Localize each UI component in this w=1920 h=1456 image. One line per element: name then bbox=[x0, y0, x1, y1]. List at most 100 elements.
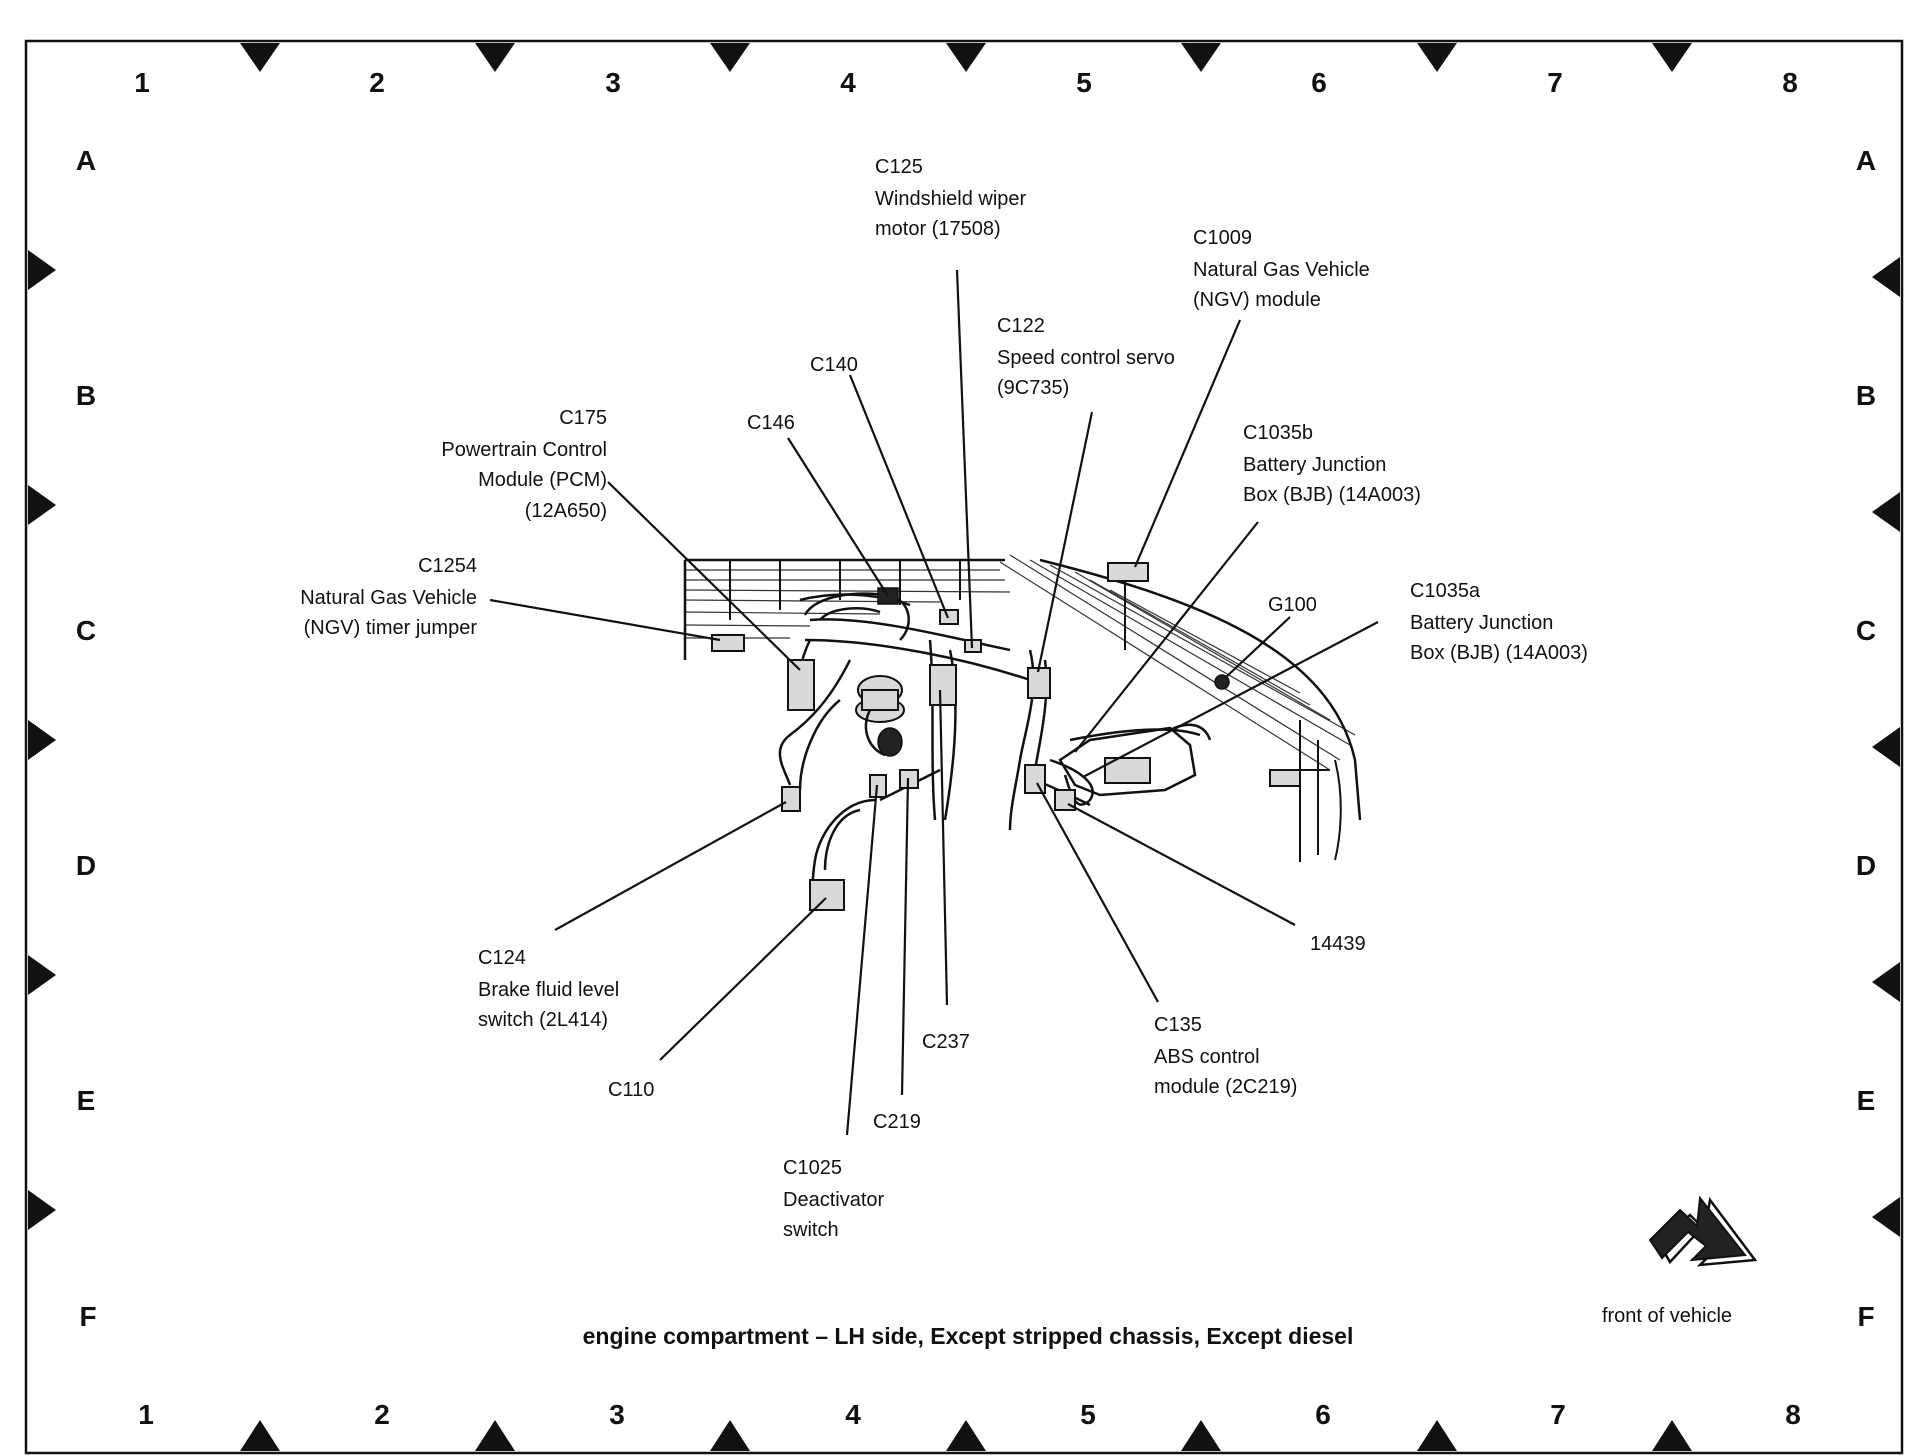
grid-marker-triangle bbox=[1181, 1420, 1221, 1451]
row-labels-left: A B C D E F bbox=[76, 145, 97, 1332]
callout-c1025: C1025 Deactivator switch bbox=[783, 1157, 884, 1241]
grid-row-label: D bbox=[1856, 850, 1876, 881]
callout-line: Deactivator bbox=[783, 1189, 884, 1211]
callout-c124: C124 Brake fluid level switch (2L414) bbox=[478, 947, 619, 1031]
connector-c124-shape bbox=[781, 786, 801, 812]
leader-line-c175 bbox=[607, 481, 801, 671]
callout-line: C1035b bbox=[1243, 422, 1313, 444]
grid-marker-triangle bbox=[28, 955, 56, 995]
callout-line: Box (BJB) (14A003) bbox=[1243, 484, 1421, 506]
grid-col-label: 6 bbox=[1311, 67, 1327, 98]
callout-c1035b: C1035b Battery Junction Box (BJB) (14A00… bbox=[1243, 422, 1421, 506]
grid-row-label: A bbox=[76, 145, 96, 176]
grid-col-label: 3 bbox=[605, 67, 621, 98]
callout-c122: C122 Speed control servo (9C735) bbox=[997, 315, 1175, 399]
callout-line: C125 bbox=[875, 156, 923, 178]
callout-c1035a: C1035a Battery Junction Box (BJB) (14A00… bbox=[1410, 580, 1588, 664]
grid-col-label: 8 bbox=[1785, 1399, 1801, 1430]
callout-line: motor (17508) bbox=[875, 218, 1001, 240]
front-of-vehicle-arrow-icon bbox=[1648, 1195, 1758, 1267]
grid-marker-triangle bbox=[1652, 1420, 1692, 1451]
grid-col-label: 3 bbox=[609, 1399, 625, 1430]
callout-line: C175 bbox=[559, 407, 607, 429]
grid-row-label: A bbox=[1856, 145, 1876, 176]
callout-line: C135 bbox=[1154, 1014, 1202, 1036]
callout-line: (NGV) module bbox=[1193, 289, 1321, 311]
grid-marker-triangle bbox=[1417, 1420, 1457, 1451]
connector-c135-shape bbox=[1024, 764, 1046, 794]
engine-compartment-illustration bbox=[683, 554, 1362, 911]
callout-line: (12A650) bbox=[525, 500, 607, 522]
callout-c146: C146 bbox=[747, 412, 795, 434]
grid-col-label: 4 bbox=[840, 67, 856, 98]
leader-line-c1035b bbox=[1074, 521, 1259, 753]
callout-c237: C237 bbox=[922, 1031, 970, 1053]
grid-marker-triangle bbox=[1652, 43, 1692, 72]
callout-line: Natural Gas Vehicle bbox=[1193, 259, 1370, 281]
callout-line: ABS control bbox=[1154, 1046, 1260, 1068]
callout-line: Brake fluid level bbox=[478, 979, 619, 1001]
callout-line: Module (PCM) bbox=[478, 469, 607, 491]
callout-g100: G100 bbox=[1268, 594, 1317, 616]
callout-line: Battery Junction bbox=[1243, 454, 1386, 476]
leader-line-c1009 bbox=[1133, 319, 1242, 568]
grid-col-label: 5 bbox=[1076, 67, 1092, 98]
leader-line-c1035a bbox=[1082, 621, 1379, 778]
grid-col-label: 8 bbox=[1782, 67, 1798, 98]
callout-line: C122 bbox=[997, 315, 1045, 337]
grid-col-label: 5 bbox=[1080, 1399, 1096, 1430]
leader-line-c237 bbox=[938, 689, 949, 1006]
diagram-title: engine compartment – LH side, Except str… bbox=[583, 1323, 1354, 1349]
column-labels-bottom: 1 2 3 4 5 6 7 8 bbox=[138, 1399, 1801, 1430]
connector-c1009-shape bbox=[1107, 562, 1149, 582]
callout-line: 14439 bbox=[1310, 933, 1366, 955]
brake-master-cylinder bbox=[855, 675, 905, 757]
callout-line: G100 bbox=[1268, 594, 1317, 616]
callout-line: Speed control servo bbox=[997, 347, 1175, 369]
callout-line: C1025 bbox=[783, 1157, 842, 1179]
callout-line: C1254 bbox=[418, 555, 477, 577]
grid-col-label: 7 bbox=[1547, 67, 1563, 98]
connector-c110-shape bbox=[809, 879, 845, 911]
grid-row-label: C bbox=[1856, 615, 1876, 646]
grid-markers bbox=[28, 43, 1900, 1451]
callout-line: C1035a bbox=[1410, 580, 1481, 602]
callout-line: C110 bbox=[608, 1079, 654, 1101]
grid-marker-triangle bbox=[1872, 492, 1900, 532]
grid-marker-triangle bbox=[240, 1420, 280, 1451]
grid-row-label: F bbox=[1857, 1301, 1874, 1332]
leader-line-c124 bbox=[554, 801, 787, 931]
grid-row-label: B bbox=[1856, 380, 1876, 411]
grid-marker-triangle bbox=[710, 43, 750, 72]
grid-marker-triangle bbox=[710, 1420, 750, 1451]
grid-col-label: 7 bbox=[1550, 1399, 1566, 1430]
grid-col-label: 1 bbox=[138, 1399, 154, 1430]
grid-marker-triangle bbox=[946, 43, 986, 72]
grid-col-label: 6 bbox=[1315, 1399, 1331, 1430]
callout-c110: C110 bbox=[608, 1079, 654, 1101]
grid-marker-triangle bbox=[240, 43, 280, 72]
connector-c1254-shape bbox=[711, 634, 745, 652]
callout-line: C219 bbox=[873, 1111, 921, 1133]
callout-c1254: C1254 Natural Gas Vehicle (NGV) timer ju… bbox=[300, 555, 477, 639]
grid-marker-triangle bbox=[28, 1190, 56, 1230]
callout-line: C1009 bbox=[1193, 227, 1252, 249]
leader-line-c110 bbox=[659, 897, 827, 1061]
callout-line: Powertrain Control bbox=[441, 439, 607, 461]
column-labels-top: 1 2 3 4 5 6 7 8 bbox=[134, 67, 1798, 98]
grid-row-label: E bbox=[77, 1085, 96, 1116]
callout-line: Natural Gas Vehicle bbox=[300, 587, 477, 609]
leader-lines bbox=[489, 269, 1379, 1136]
leader-line-c219 bbox=[900, 777, 910, 1096]
grid-marker-triangle bbox=[1181, 43, 1221, 72]
grid-marker-triangle bbox=[475, 43, 515, 72]
row-labels-right: A B C D E F bbox=[1856, 145, 1876, 1332]
leader-line-c1254 bbox=[489, 598, 721, 642]
grid-col-label: 2 bbox=[369, 67, 385, 98]
callout-line: C124 bbox=[478, 947, 526, 969]
leader-line-c125 bbox=[955, 269, 974, 649]
callout-c219: C219 bbox=[873, 1111, 921, 1133]
grid-row-label: E bbox=[1857, 1085, 1876, 1116]
grid-marker-triangle bbox=[28, 485, 56, 525]
